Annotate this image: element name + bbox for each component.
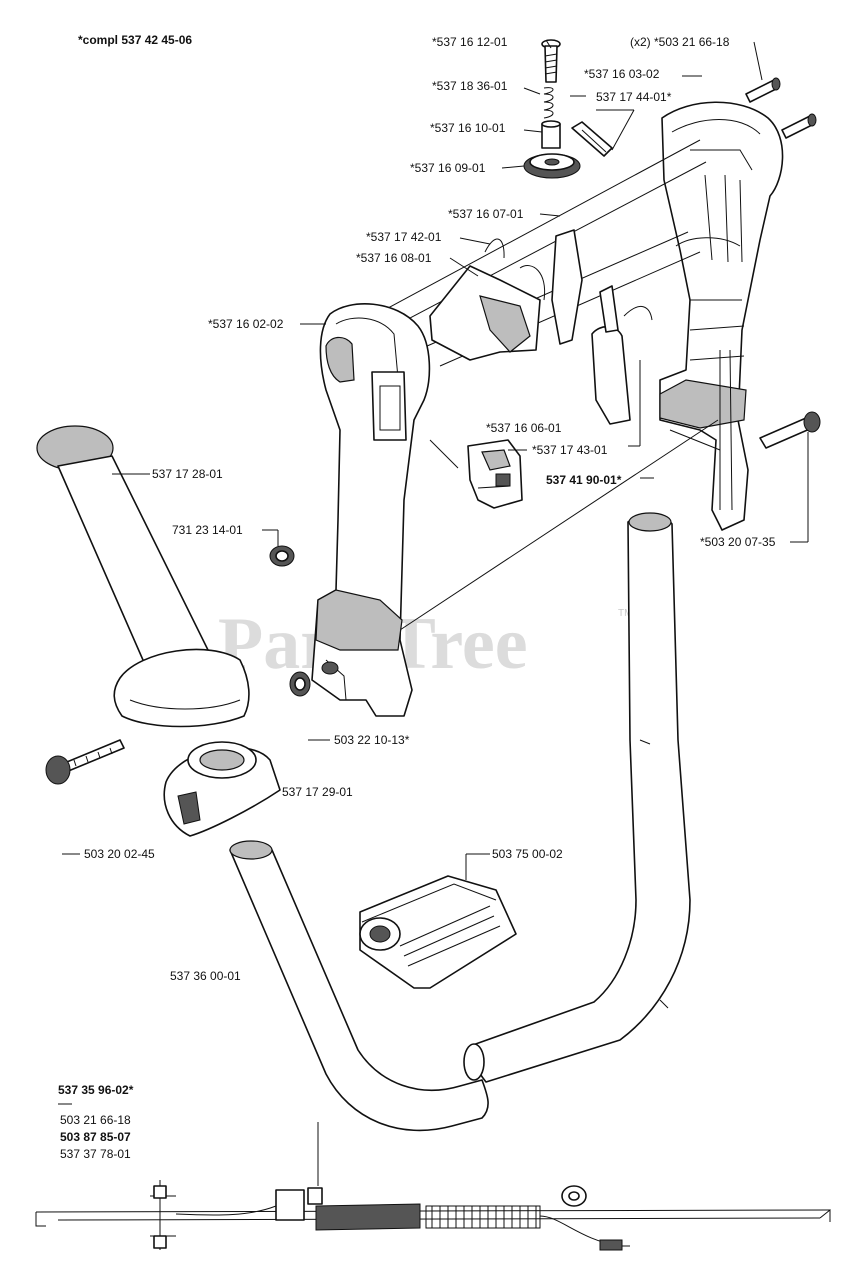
cable-kit-item: 537 37 78-01 (60, 1147, 131, 1161)
cable-kit-legend: 537 35 96-02* 503 21 66-18 503 87 85-07 … (58, 1083, 134, 1161)
label-537-18-36-01: *537 18 36-01 (432, 79, 508, 93)
throttle-cable (35, 1180, 831, 1251)
watermark-tm: TM (618, 608, 632, 619)
part-labels: *compl 537 42 45-06 *537 16 12-01 (x2) *… (78, 33, 776, 983)
cable-kit-item: 503 21 66-18 (60, 1113, 131, 1127)
label-503-20-02-45: 503 20 02-45 (84, 847, 155, 861)
label-537-16-12-01: *537 16 12-01 (432, 35, 508, 49)
shaft-clamp (359, 875, 517, 989)
label-731-23-14-01: 731 23 14-01 (172, 523, 243, 537)
cable-kit-title: 537 35 96-02* (58, 1083, 134, 1097)
label-503-21-66-18-x2: (x2) *503 21 66-18 (630, 35, 730, 49)
nut-503-22-10-13 (289, 671, 311, 697)
label-537-41-90-01: 537 41 90-01* (546, 473, 622, 487)
shaft-tube (229, 512, 691, 1132)
label-537-16-06-01: *537 16 06-01 (486, 421, 562, 435)
label-503-75-00-02: 503 75 00-02 (492, 847, 563, 861)
label-537-16-09-01: *537 16 09-01 (410, 161, 486, 175)
label-537-16-10-01: *537 16 10-01 (430, 121, 506, 135)
label-537-17-43-01: *537 17 43-01 (532, 443, 608, 457)
label-537-17-29-01: 537 17 29-01 (282, 785, 353, 799)
handle-housing-left (311, 303, 431, 717)
label-537-16-03-02: *537 16 03-02 (584, 67, 660, 81)
auxiliary-grip (36, 425, 295, 837)
switch-component (467, 439, 523, 509)
label-537-16-02-02: *537 16 02-02 (208, 317, 284, 331)
cable-kit-item: 503 87 85-07 (60, 1130, 131, 1144)
label-503-22-10-13: 503 22 10-13* (334, 733, 410, 747)
label-537-17-28-01: 537 17 28-01 (152, 467, 223, 481)
label-503-20-07-35: *503 20 07-35 (700, 535, 776, 549)
label-537-16-07-01: *537 16 07-01 (448, 207, 524, 221)
housing-screws (745, 77, 821, 449)
throttle-internals (429, 229, 653, 425)
label-537-17-42-01: *537 17 42-01 (366, 230, 442, 244)
top-hardware-stack (523, 39, 613, 179)
leader-lines (58, 39, 809, 1186)
label-537-16-08-01: *537 16 08-01 (356, 251, 432, 265)
handle-housing-right (659, 101, 784, 531)
label-537-17-44-01: 537 17 44-01* (596, 90, 672, 104)
kit-label: *compl 537 42 45-06 (78, 33, 192, 47)
label-537-36-00-01: 537 36 00-01 (170, 969, 241, 983)
